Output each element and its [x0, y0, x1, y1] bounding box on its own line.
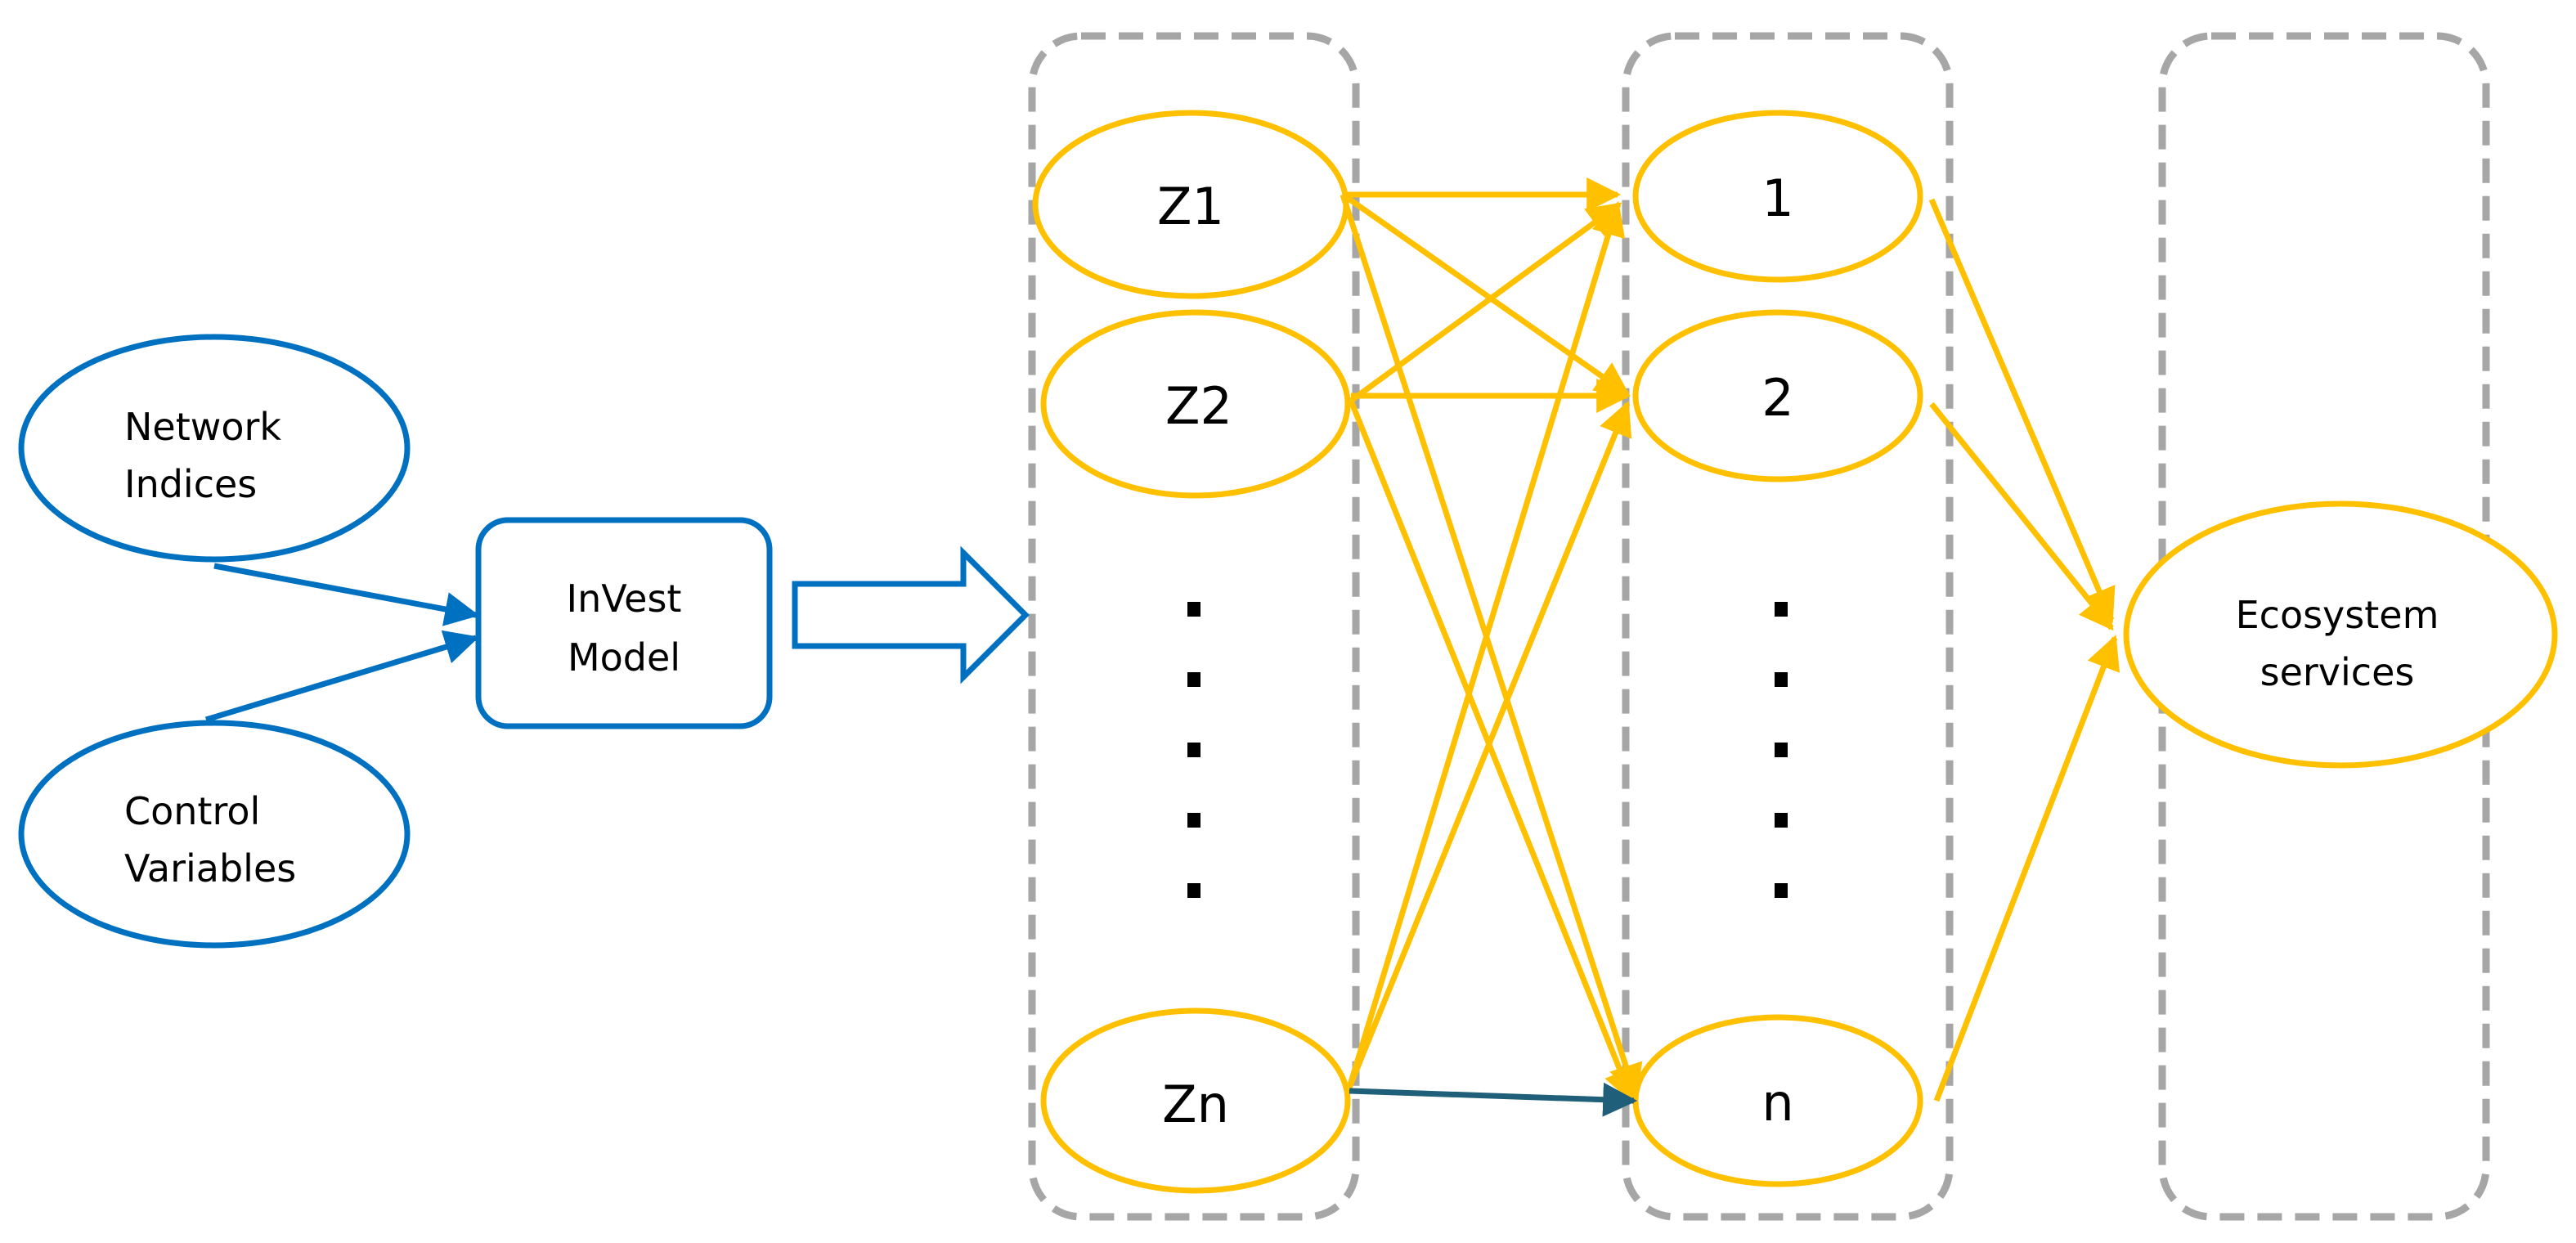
zones-ellipsis-dot	[1187, 602, 1200, 617]
z1-to-2-arrow	[1340, 192, 1631, 397]
n-to-ecosystem-arrow	[1933, 635, 2120, 1102]
invest-model-label-line2: Model	[568, 635, 680, 680]
service-n-label: n	[1761, 1073, 1793, 1133]
1-to-ecosystem-arrow	[1928, 198, 2116, 623]
2-to-ecosystem-arrow	[1929, 402, 2114, 631]
zn-to-2-arrow	[1346, 401, 1632, 1089]
ecosystem-services-label-line2: services	[2260, 650, 2415, 694]
services-ellipsis-dot	[1775, 743, 1788, 757]
zone-z2-node	[1040, 309, 1351, 499]
ecosystem-services-node	[2123, 500, 2558, 769]
service-1-label: 1	[1761, 168, 1793, 228]
services-ellipsis-dot	[1775, 883, 1788, 898]
zone-z1-label: Z1	[1157, 177, 1224, 236]
network-indices-label-line1: Network	[124, 405, 281, 449]
control-variables-label-line2: Variables	[124, 846, 296, 891]
service-1-node	[1632, 110, 1923, 283]
zones-ellipsis-dot	[1187, 743, 1200, 757]
control-variables-label-line1: Control	[124, 789, 260, 833]
service-2-label: 2	[1761, 368, 1793, 428]
zones-ellipsis-dot	[1187, 672, 1200, 687]
control-variables-node	[18, 720, 411, 949]
control-to-model-arrow	[204, 630, 480, 723]
z2-to-1-arrow	[1349, 202, 1622, 403]
zones-group-container	[1028, 32, 1360, 1221]
model-to-zones-block-arrow	[792, 545, 1030, 684]
network-to-model-arrow	[213, 563, 480, 626]
service-2-node	[1632, 309, 1923, 482]
invest-model-box	[475, 517, 773, 729]
zone-z2-label: Z2	[1165, 376, 1232, 436]
network-indices-node	[18, 334, 411, 563]
services-group-container	[1622, 32, 1954, 1221]
zone-zn-node	[1040, 1007, 1351, 1194]
zn-to-1-arrow	[1346, 200, 1626, 1089]
zn-to-n-arrow	[1349, 1082, 1638, 1117]
invest-model-label-line1: InVest	[567, 577, 682, 621]
network-indices-label-line2: Indices	[124, 462, 257, 506]
ecosystem-services-label-line1: Ecosystem	[2236, 593, 2439, 637]
services-ellipsis-dot	[1775, 602, 1788, 617]
services-ellipsis-dot	[1775, 672, 1788, 687]
zone-zn-label: Zn	[1162, 1075, 1229, 1134]
z2-to-n-arrow	[1348, 399, 1637, 1104]
services-ellipsis-dot	[1775, 813, 1788, 828]
zones-ellipsis-dot	[1187, 883, 1200, 898]
z1-to-n-arrow	[1340, 193, 1643, 1099]
zones-ellipsis-dot	[1187, 813, 1200, 828]
